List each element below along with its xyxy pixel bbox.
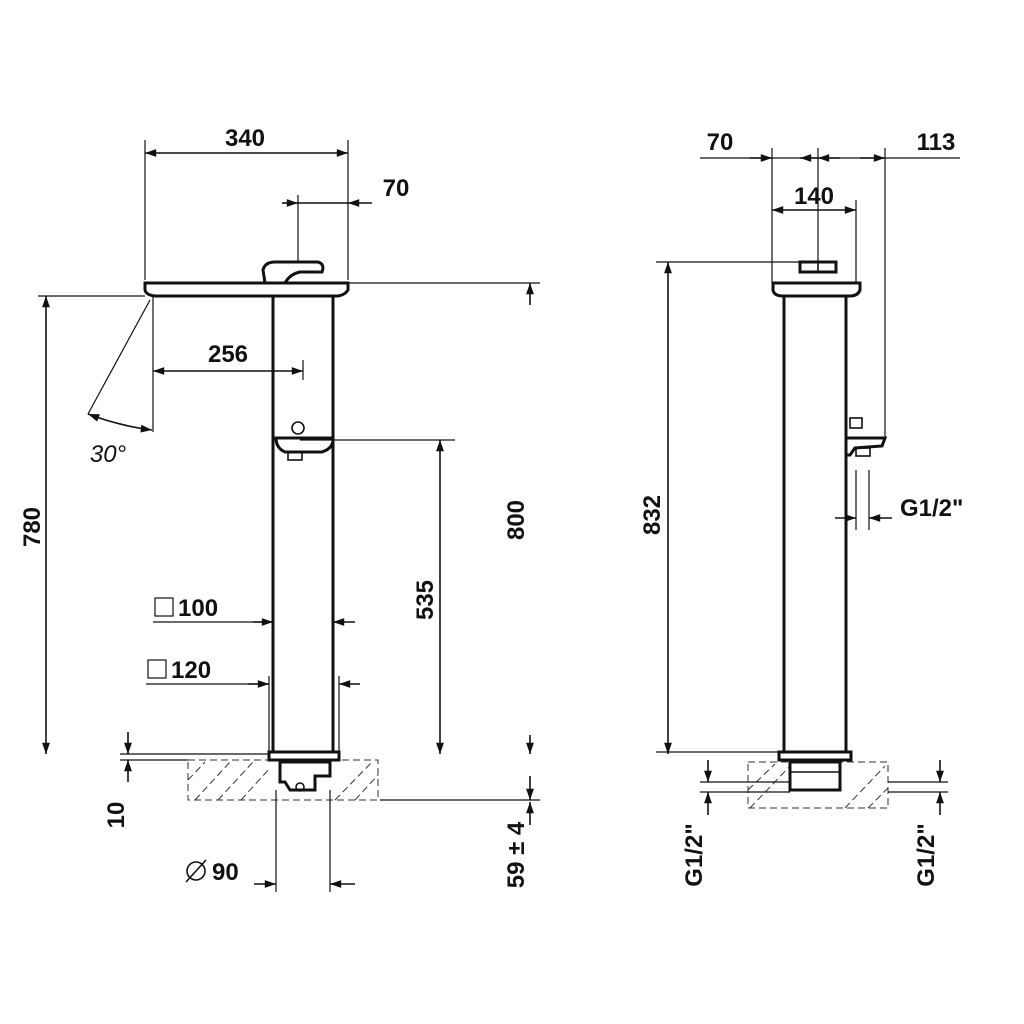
dim-deck-thickness: 59 ± 4	[503, 776, 534, 888]
dim-deck-thickness-label: 59 ± 4	[503, 821, 530, 888]
dim-height-top-label: 800	[503, 500, 530, 540]
dim-base-diameter: 90	[185, 790, 355, 892]
front-view: 340 70 256 30° 780	[19, 125, 540, 892]
dim-side-thread-inlet-right-label: G1/2"	[913, 823, 940, 886]
dim-square-inner-label: 100	[178, 595, 218, 622]
front-outlet-spout	[274, 436, 335, 454]
dim-side-thread-inlet-right: G1/2"	[888, 760, 948, 887]
dim-side-head-width: 140	[771, 183, 857, 283]
side-base-flange	[777, 750, 853, 762]
dim-side-thread-inlet-left-label: G1/2"	[681, 823, 708, 886]
front-outlet-aerator	[287, 451, 303, 461]
dim-height-total: 780	[19, 295, 269, 755]
dim-base-thickness-label: 10	[103, 802, 130, 829]
dim-side-height-total: 832	[639, 261, 800, 755]
dim-side-lever-right-label: 113	[917, 129, 956, 156]
dim-overall-width-label: 340	[225, 125, 265, 152]
front-lever	[261, 260, 325, 285]
dim-angle: 30°	[87, 299, 153, 468]
side-outlet-stub	[849, 417, 863, 429]
front-spout-plate	[143, 281, 350, 298]
dim-side-thread-inlet-left: G1/2"	[681, 760, 790, 887]
dim-height-outlet-label: 535	[412, 580, 439, 620]
dim-height-top: 800	[348, 282, 540, 801]
side-head-plate	[771, 281, 862, 298]
side-column	[782, 294, 848, 754]
diameter-symbol-icon	[186, 861, 206, 881]
front-base-bolt	[295, 782, 305, 792]
dim-square-outer-label: 120	[171, 657, 211, 684]
dim-height-total-label: 780	[19, 507, 46, 547]
side-base-thread	[788, 760, 842, 792]
dim-angle-label: 30°	[90, 441, 127, 468]
side-view: 70 113 140 832 G1/2"	[639, 129, 963, 887]
dim-base-diameter-label: 90	[212, 859, 239, 886]
square-symbol-icon	[147, 659, 167, 679]
dim-side-height-total-label: 832	[639, 495, 666, 535]
dim-side-lever-offsets: 70 113	[700, 129, 960, 438]
dim-height-outlet: 535	[300, 439, 455, 755]
square-symbol-icon	[154, 597, 174, 617]
side-outlet-spout	[844, 436, 888, 457]
front-outlet-knob	[291, 421, 305, 435]
dim-lever-offset-label: 70	[383, 175, 410, 202]
dim-side-lever-left-label: 70	[707, 129, 734, 156]
dim-lever-offset: 70	[282, 175, 409, 262]
dim-overall-width: 340	[144, 125, 349, 280]
dim-side-head-width-label: 140	[794, 183, 834, 210]
dim-square-inner: 100	[153, 595, 355, 626]
dim-spout-reach-label: 256	[208, 341, 248, 368]
dim-base-thickness: 10	[103, 732, 188, 828]
front-base-flange	[267, 750, 341, 762]
dim-side-thread-outlet: G1/2"	[835, 470, 963, 530]
side-outlet-aerator	[855, 447, 871, 457]
dim-spout-reach: 256	[152, 296, 304, 432]
dim-side-thread-outlet-label: G1/2"	[900, 495, 963, 522]
front-base-fixing	[278, 760, 332, 792]
dim-square-outer: 120	[146, 657, 360, 752]
